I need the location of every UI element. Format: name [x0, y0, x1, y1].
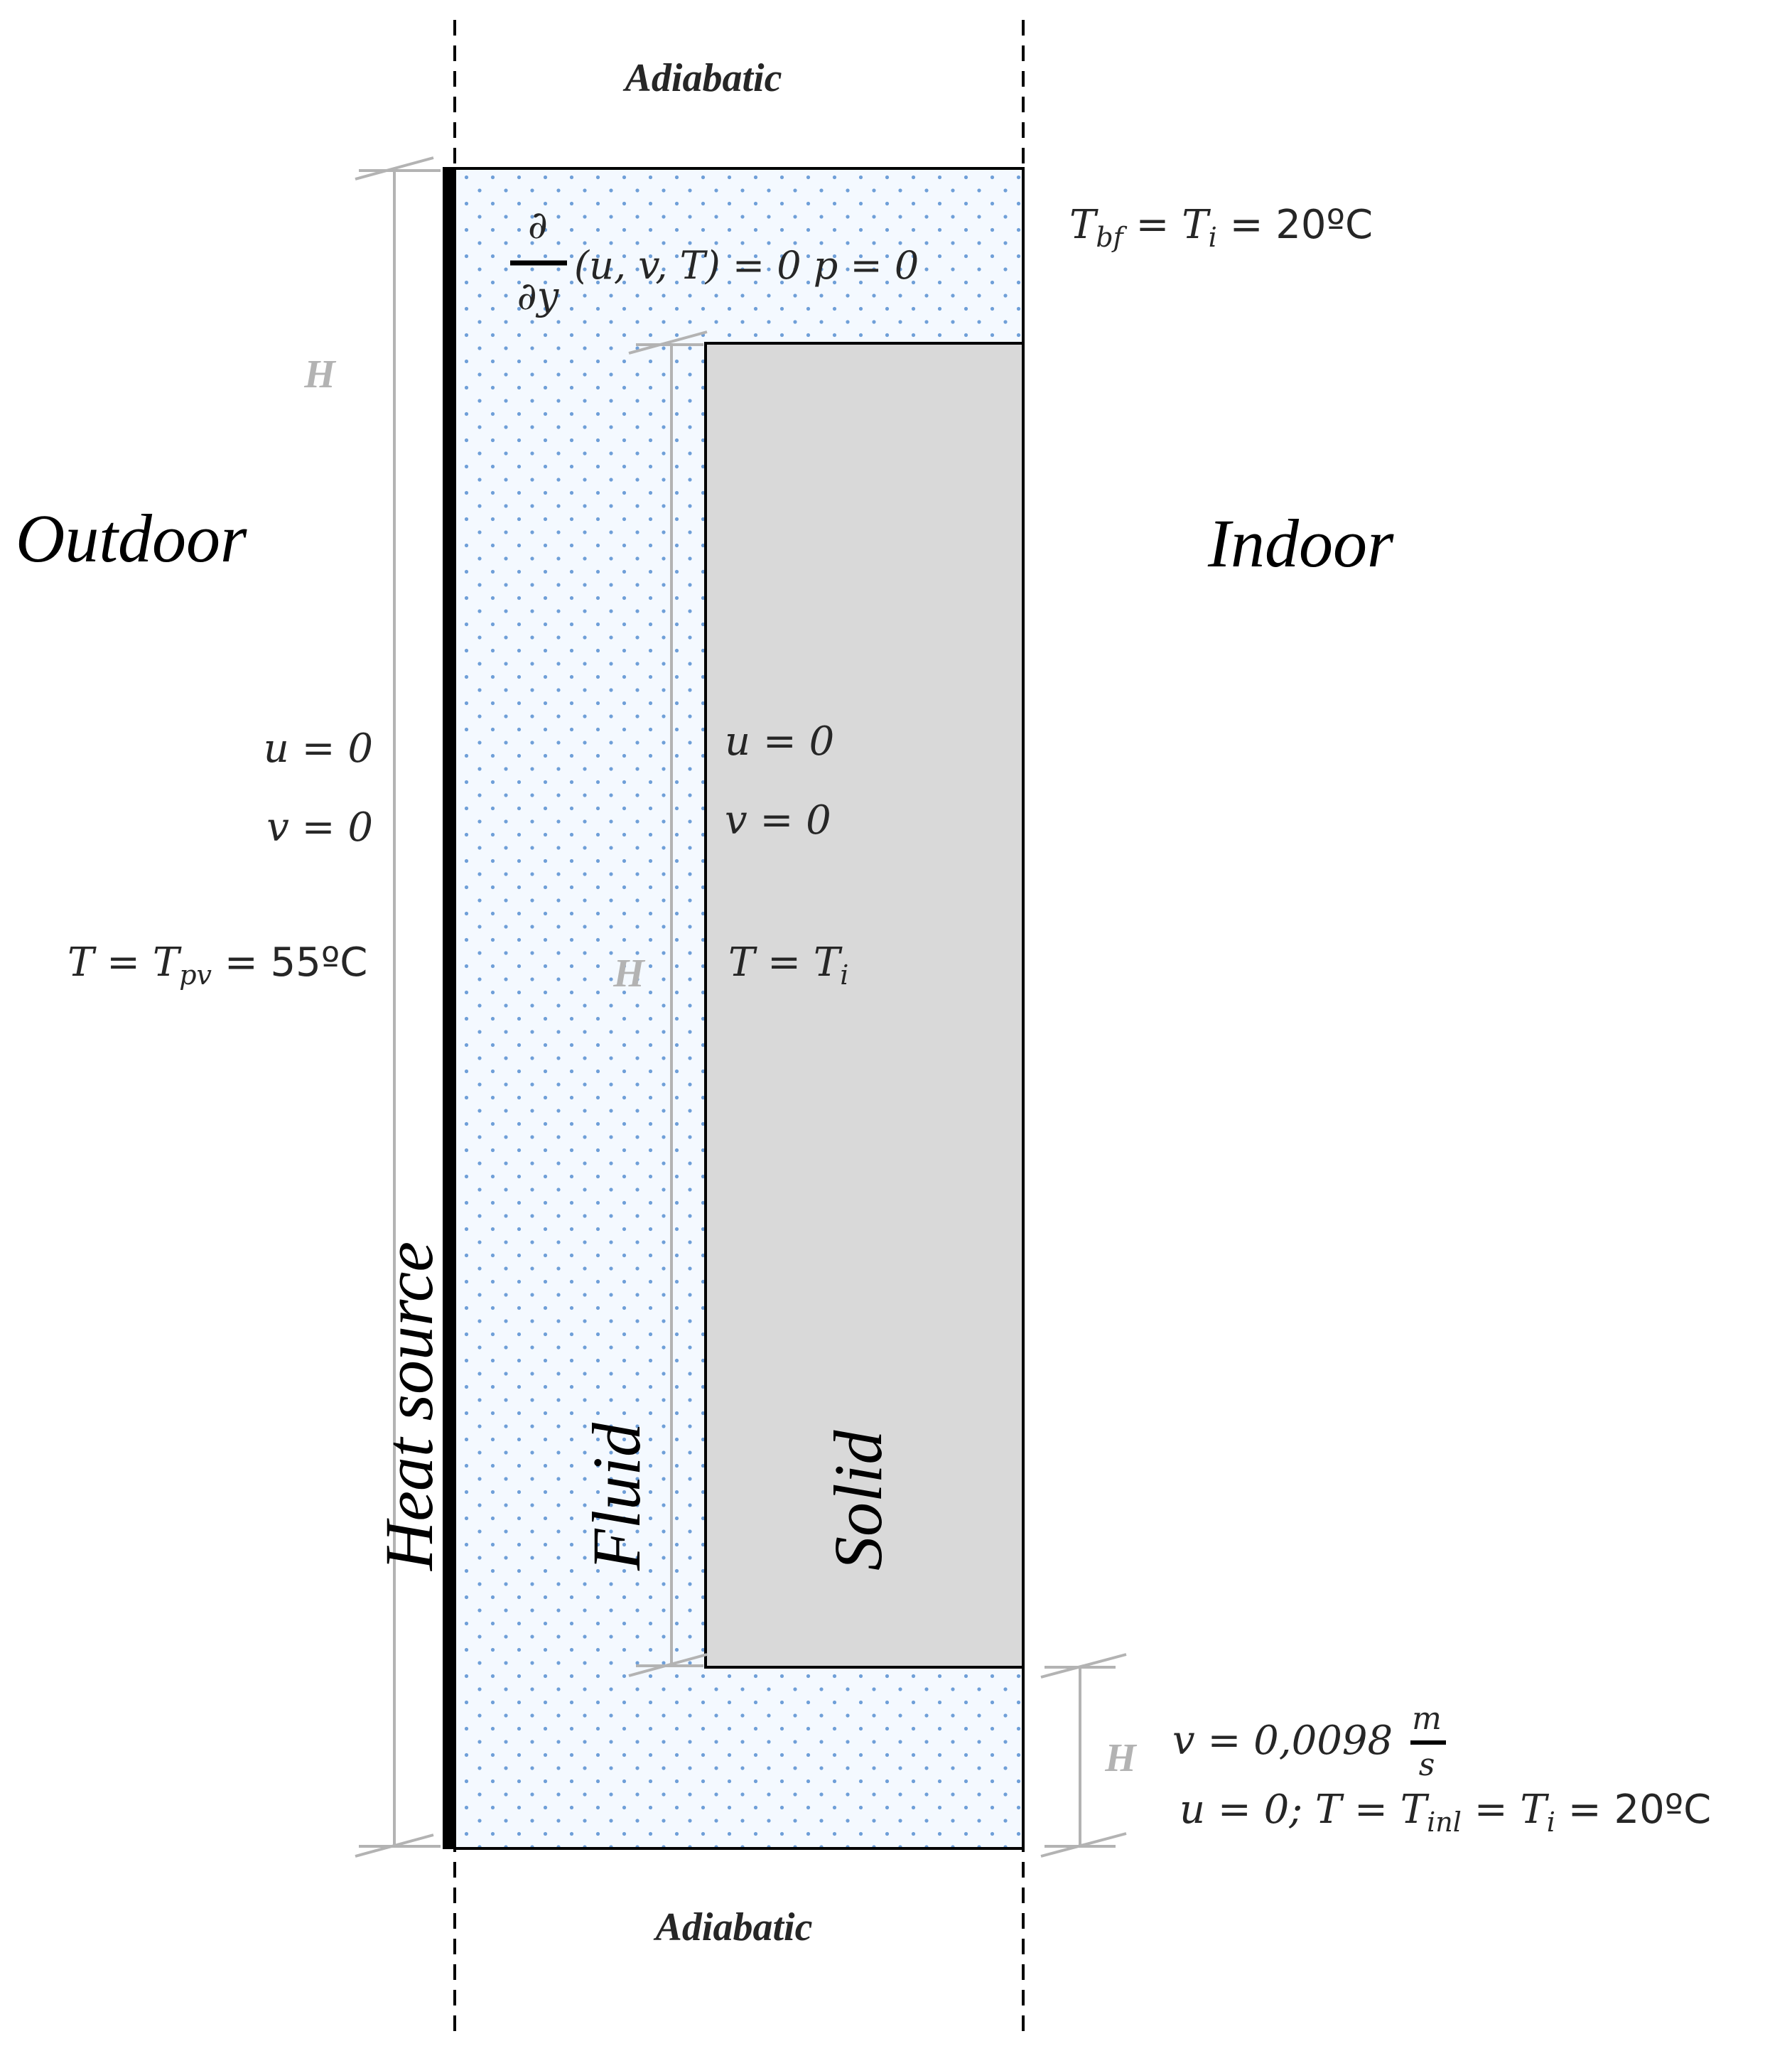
dimension-bottom-h	[1040, 1653, 1127, 1858]
left-wall-sub-pv: pv	[179, 959, 212, 991]
heat-source-wall	[443, 167, 455, 1849]
inlet-sub-inl: inl	[1427, 1807, 1462, 1838]
dimension-inner-h	[628, 330, 708, 1677]
outlet-partial-denominator: ∂y	[517, 274, 560, 318]
inlet-eq-ti: = T	[1462, 1787, 1550, 1833]
solid-wall-temperature: T = Ti	[728, 939, 848, 991]
outlet-equation-rest: (u, v, T) = 0 p = 0	[574, 243, 919, 288]
solid-wall-v: v = 0	[725, 797, 831, 844]
inlet-sub-i: i	[1547, 1807, 1555, 1838]
dimension-inner-h-label: H	[612, 952, 645, 996]
adiabatic-top-label: Adiabatic	[623, 56, 782, 100]
backflow-condition: Tbf = Ti = 20ºC	[1069, 202, 1373, 253]
left-wall-u: u = 0	[264, 726, 373, 772]
fluid-label: Fluid	[578, 1422, 654, 1571]
dimension-left-h	[355, 156, 441, 1858]
backflow-eq-ti: = T	[1123, 202, 1211, 248]
inlet-unit-denominator: s	[1419, 1747, 1435, 1783]
backflow-sub-bf: bf	[1096, 222, 1127, 253]
solid-wall-sub-i: i	[840, 959, 848, 991]
indoor-label: Indoor	[1207, 505, 1394, 581]
backflow-t: T	[1069, 202, 1099, 248]
outdoor-label: Outdoor	[16, 500, 247, 576]
solid-wall-u: u = 0	[725, 718, 834, 765]
dimension-bottom-h-label: H	[1104, 1736, 1137, 1780]
solid-wall-t: T = T	[728, 939, 843, 986]
solid-region	[704, 342, 1025, 1669]
backflow-sub-i: i	[1209, 222, 1217, 253]
outlet-condition: ∂ ∂y (u, v, T) = 0 p = 0	[510, 203, 919, 318]
adiabatic-bottom-label: Adiabatic	[654, 1905, 813, 1949]
backflow-value: = 20ºC	[1217, 202, 1373, 248]
inlet-value: = 20ºC	[1555, 1787, 1711, 1833]
outlet-partial-numerator: ∂	[528, 203, 548, 247]
left-wall-temperature: T = Tpv = 55ºC	[68, 939, 367, 991]
left-wall-t: T = T	[68, 939, 182, 986]
heat-source-label: Heat source	[371, 1242, 447, 1572]
inlet-u-t: u = 0; T = T	[1180, 1787, 1430, 1833]
left-wall-v: v = 0	[266, 804, 373, 851]
inlet-u-temperature: u = 0; T = Tinl = Ti = 20ºC	[1180, 1787, 1711, 1838]
solid-label: Solid	[820, 1430, 896, 1571]
dimension-left-h-label: H	[303, 352, 336, 397]
inlet-unit-numerator: m	[1412, 1701, 1442, 1737]
left-wall-value: = 55ºC	[212, 939, 367, 986]
inlet-velocity: v = 0,0098	[1172, 1718, 1393, 1764]
